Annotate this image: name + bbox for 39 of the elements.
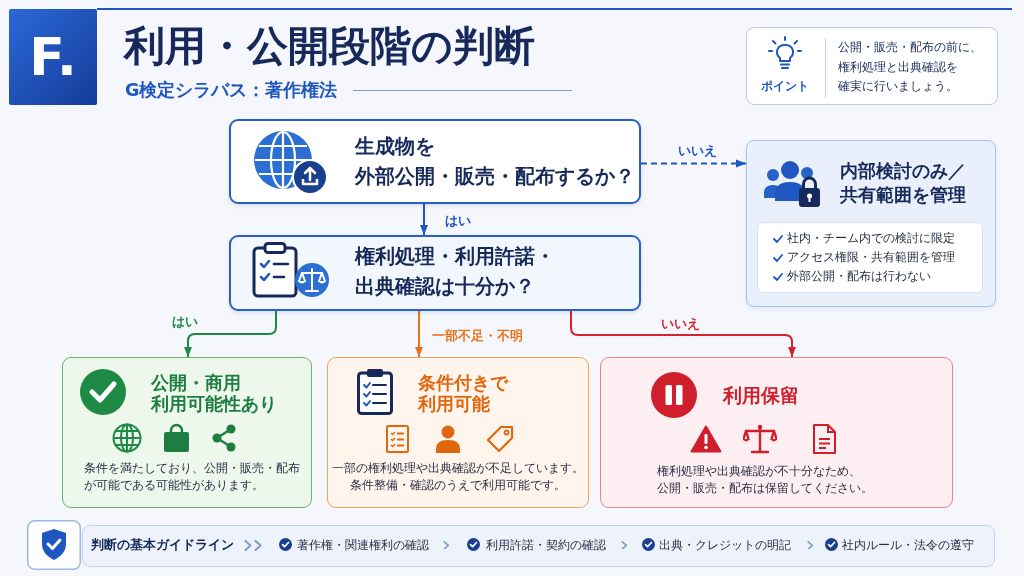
guideline-item: 利用許諾・契約の確認 [486, 537, 606, 553]
heading: 公開・商用利用可能性あり [150, 371, 277, 414]
title: 利用・公開段階の判断 [124, 22, 535, 70]
guideline-heading: 判断の基本ガイドライン [91, 537, 234, 553]
result-box [62, 357, 312, 508]
arrow [640, 159, 747, 168]
subtitle: G検定シラバス：著作権法 [125, 80, 338, 100]
body-text: 権利処理や出典確認が不十分なため、公開・販売・配布は保留してください。 [656, 462, 873, 497]
heading: 利用保留 [722, 383, 799, 406]
result-box [600, 357, 953, 508]
section-badge [9, 9, 97, 105]
list-item: アクセス権限・共有範囲を管理 [786, 248, 955, 266]
question-text: 生成物を外部公開・販売・配布するか？ [355, 134, 635, 190]
tip-label: ポイント [761, 79, 809, 93]
edge-label: はい [442, 212, 474, 228]
arrow [184, 310, 277, 358]
question-box [229, 119, 641, 204]
section-letter: F. [29, 31, 77, 83]
checklist-box [756, 221, 983, 293]
question-text: 権利処理・利用許諾・出典確認は十分か？ [355, 244, 555, 300]
list-item: 外部公開・配布は行わない [786, 267, 931, 285]
guideline-item: 出典・クレジットの明記 [659, 537, 791, 553]
heading: 条件付きで利用可能 [417, 371, 508, 414]
tip-text: 公開・販売・配布の前に、権利処理と出典確認を確実に行いましょう。 [838, 39, 982, 95]
arrow [570, 310, 796, 358]
arrow [415, 310, 423, 358]
guideline-item: 著作権・関連権利の確認 [297, 537, 429, 553]
body-text: 一部の権利処理や出典確認が不足しています。条件整備・確認のうえで利用可能です。 [331, 459, 584, 494]
guideline-item: 社内ルール・法令の遵守 [842, 537, 974, 553]
arrow [420, 203, 428, 236]
result-box [327, 357, 589, 508]
guideline-bar [82, 525, 995, 567]
edge-label: はい [169, 313, 201, 329]
result-box [746, 140, 996, 307]
tip-box [746, 27, 998, 105]
heading: 内部検討のみ／共有範囲を管理 [839, 158, 966, 207]
body-text: 条件を満たしており、公開・販売・配布が可能である可能性があります。 [83, 459, 300, 494]
question-box [229, 235, 641, 311]
list-item: 社内・チーム内での検討に限定 [786, 229, 955, 247]
